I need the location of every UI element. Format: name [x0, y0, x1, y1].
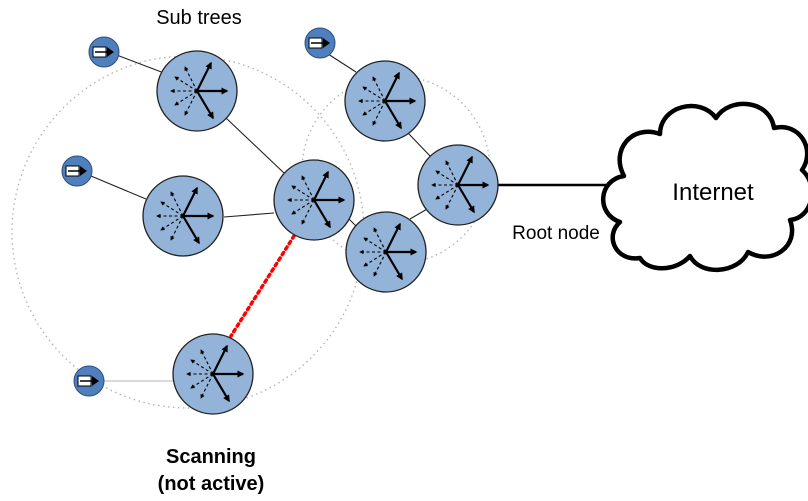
- network-links: [90, 51, 616, 382]
- internet-label: Internet: [672, 179, 754, 206]
- mesh-node-root: [417, 144, 499, 226]
- device-arrow-icon: [308, 37, 330, 49]
- device-node-2: [61, 155, 93, 187]
- mesh-node-d: [344, 60, 426, 142]
- mesh-node-c: [273, 159, 355, 241]
- mesh-node-icon: [359, 222, 418, 281]
- root-node-label: Root node: [512, 223, 600, 244]
- link-nodeB-nodeC: [223, 212, 275, 218]
- mesh-node-icon: [287, 170, 346, 229]
- scanning-label: Scanning: [166, 446, 256, 468]
- link-nodeD-root: [407, 132, 432, 158]
- link-device3-nodeD: [324, 51, 357, 73]
- link-device1-nodeA: [113, 53, 165, 74]
- link-device2-nodeB: [90, 175, 147, 200]
- mesh-node-a: [156, 50, 238, 132]
- device-arrow-icon: [77, 375, 99, 387]
- subtrees-label: Sub trees: [156, 7, 242, 29]
- mesh-node-icon: [431, 155, 490, 214]
- device-node-3: [304, 27, 336, 59]
- cloud-icon: [601, 101, 808, 272]
- device-arrow-icon: [92, 46, 114, 58]
- scanning-link: [229, 234, 296, 338]
- mesh-node-icon: [186, 344, 245, 403]
- not-active-label: (not active): [158, 473, 265, 495]
- device-node-4: [73, 365, 105, 397]
- device-arrow-icon: [65, 165, 87, 177]
- mesh-node-icon: [358, 71, 417, 130]
- mesh-node-icon: [156, 186, 215, 245]
- mesh-node-icon: [170, 61, 229, 120]
- mesh-node-b: [142, 175, 224, 257]
- mesh-node-f: [345, 211, 427, 293]
- link-nodeA-nodeC: [225, 117, 285, 174]
- device-node-1: [88, 36, 120, 68]
- mesh-node-scanning: [172, 333, 254, 415]
